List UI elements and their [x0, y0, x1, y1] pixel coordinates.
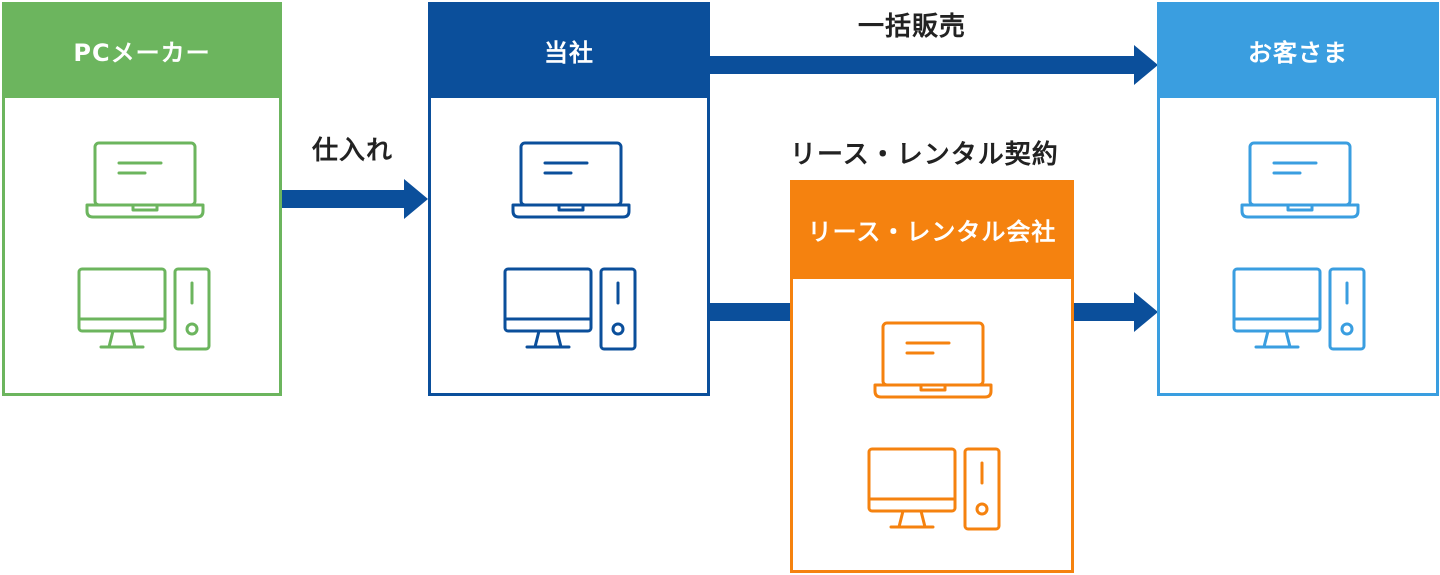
box-company-header: 当社: [428, 2, 710, 98]
arrow-leasing-to-customer-shaft: [1072, 303, 1136, 321]
desktop-pc-icon: [1232, 267, 1366, 351]
box-leasing-company: リース・レンタル会社: [790, 180, 1074, 573]
box-customer-header: お客さま: [1157, 2, 1439, 98]
laptop-icon: [85, 141, 205, 219]
laptop-icon: [511, 141, 631, 219]
desktop-pc-icon: [867, 447, 1001, 531]
arrow-purchase-shaft: [280, 190, 406, 208]
desktop-pc-icon: [77, 267, 211, 351]
label-bulk-sale: 一括販売: [858, 12, 967, 42]
box-leasing-company-title: リース・レンタル会社: [807, 218, 1057, 246]
laptop-icon: [873, 321, 993, 399]
laptop-icon: [1240, 141, 1360, 219]
arrow-bulk-sale-shaft: [708, 56, 1136, 74]
desktop-pc-icon: [503, 267, 637, 351]
box-pc-maker-title: PCメーカー: [73, 38, 211, 67]
box-pc-maker-header: PCメーカー: [2, 2, 282, 98]
arrow-purchase-head: [404, 179, 428, 219]
box-company-title: 当社: [544, 38, 594, 67]
arrow-leasing-to-customer-head: [1134, 292, 1158, 332]
box-company: 当社: [428, 2, 710, 396]
connector-company-to-leasing: [708, 303, 792, 321]
arrow-bulk-sale-head: [1134, 45, 1158, 85]
box-leasing-company-header: リース・レンタル会社: [790, 180, 1074, 279]
label-lease-contract: リース・レンタル契約: [790, 140, 1059, 170]
label-purchase: 仕入れ: [312, 136, 394, 166]
box-customer-title: お客さま: [1248, 38, 1348, 67]
box-pc-maker: PCメーカー: [2, 2, 282, 396]
box-customer: お客さま: [1157, 2, 1439, 396]
